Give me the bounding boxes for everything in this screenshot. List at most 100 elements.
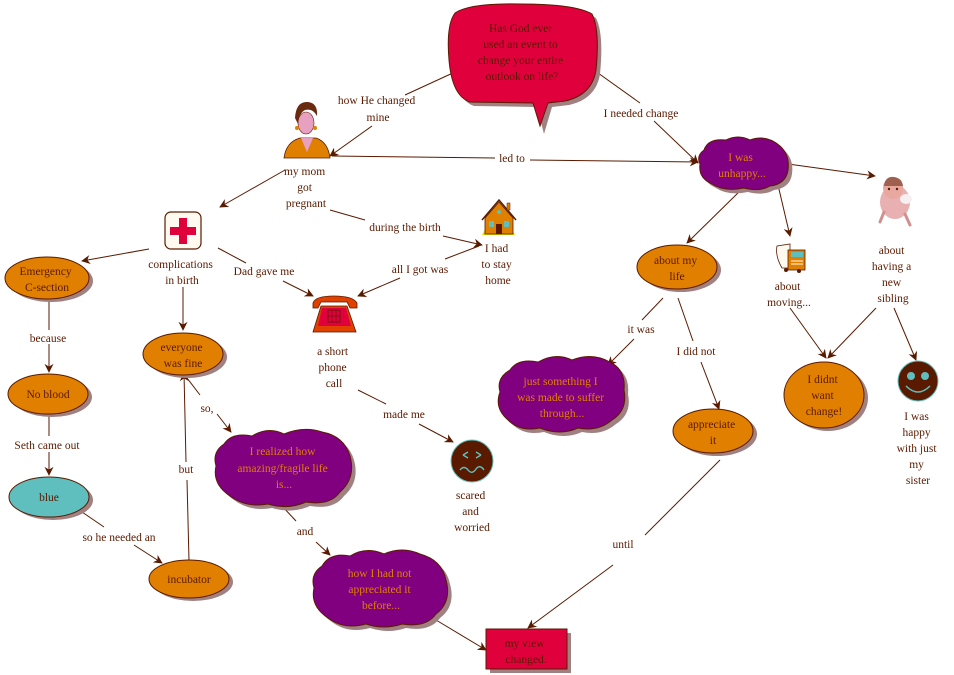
- node-sibling[interactable]: about having a new sibling: [872, 176, 914, 305]
- node-blue-text: blue: [39, 492, 59, 504]
- cloud-icon: [214, 428, 353, 508]
- edge-question-to-mom-arrow: [329, 125, 373, 157]
- node-complications-text: complications in birth: [148, 259, 215, 287]
- node-appreciate-text: appreciate it: [688, 419, 738, 447]
- link-label-it-was: it was: [627, 324, 655, 336]
- red-cross-icon: [164, 211, 202, 250]
- edge-incubator-to-fine-arrow: [179, 372, 189, 463]
- link-label-dad-gave-me: Dad gave me: [234, 266, 295, 278]
- node-emergency-text: Emergency C-section: [19, 266, 74, 294]
- edge-realized-to-notappreciated-arrow: [315, 541, 331, 556]
- edge-life-to-suffer-arrow: [607, 338, 635, 366]
- link-label-and: and: [297, 526, 314, 538]
- link-label-how-he-changed: how He changed mine: [338, 95, 418, 124]
- node-blue[interactable]: blue: [8, 476, 93, 520]
- node-view-changed[interactable]: my view changed.: [485, 628, 571, 673]
- edge-mom-to-complications: [219, 169, 286, 208]
- node-stay-home[interactable]: I had to stay home: [481, 198, 517, 287]
- worried-face-icon: [450, 439, 494, 483]
- node-happy-text: I was happy with just my sister: [897, 411, 940, 487]
- edge-fine-to-realized: [186, 377, 201, 396]
- edge-unhappy-to-sibling: [787, 163, 876, 180]
- edge-mom-to-home-arrow: [442, 235, 483, 248]
- link-label-i-did-not: I did not: [677, 346, 717, 358]
- node-suffer-text: just something I was made to suffer thro…: [517, 376, 607, 420]
- node-appreciate[interactable]: appreciate it: [672, 408, 757, 456]
- edge-mom-to-unhappy-arrow: [529, 157, 699, 167]
- edge-life-to-appreciate-arrow: [700, 361, 721, 410]
- edge-moving-to-didnt: [789, 307, 827, 359]
- node-complications[interactable]: complications in birth: [148, 211, 215, 287]
- cloud-icon: [497, 356, 626, 433]
- edge-complications-to-phone-arrow: [282, 280, 314, 297]
- edge-question-to-mom: [404, 71, 456, 96]
- node-mom[interactable]: my mom got pregnant: [283, 101, 331, 210]
- node-no-blood[interactable]: No blood: [7, 373, 92, 417]
- link-label-made-me: made me: [383, 409, 425, 421]
- cloud-icon: [312, 549, 449, 628]
- edge-blue-to-incubator: [81, 511, 105, 528]
- node-not-appreciated[interactable]: how I had not appreciated it before...: [312, 549, 452, 631]
- link-label-until: until: [612, 539, 633, 551]
- node-emergency[interactable]: Emergency C-section: [4, 256, 93, 302]
- node-mom-text: my mom got pregnant: [284, 166, 328, 210]
- edge-sibling-to-didnt: [827, 307, 877, 359]
- edge-home-to-phone: [444, 245, 480, 260]
- edge-unhappy-to-life: [686, 189, 742, 244]
- node-scared[interactable]: scared and worried: [450, 439, 494, 534]
- edge-complications-to-emergency: [81, 248, 150, 265]
- node-unhappy-text: I was unhappy...: [718, 152, 766, 180]
- link-label-during-birth: during the birth: [369, 222, 441, 234]
- edge-home-to-phone-arrow: [357, 277, 401, 297]
- node-realized-text: I realized how amazing/fragile life is..…: [237, 446, 330, 491]
- node-view-changed-text: my view changed.: [505, 638, 548, 666]
- edge-mom-to-home: [329, 209, 366, 221]
- node-everyone-fine[interactable]: everyone was fine: [142, 332, 227, 378]
- speech-bubble-icon: [447, 3, 598, 128]
- node-moving[interactable]: about moving...: [767, 243, 811, 309]
- moving-truck-icon: [776, 243, 806, 273]
- link-label-because: because: [30, 333, 66, 345]
- node-about-life-text: about my life: [654, 255, 700, 283]
- edge-life-to-suffer: [641, 297, 664, 321]
- node-incubator[interactable]: incubator: [148, 559, 233, 601]
- link-label-seth-came-out: Seth came out: [14, 440, 80, 452]
- edge-complications-to-phone: [217, 247, 247, 264]
- node-incubator-text: incubator: [167, 574, 211, 586]
- node-scared-text: scared and worried: [454, 490, 490, 534]
- edge-question-to-unhappy-arrow: [653, 120, 699, 164]
- node-didnt-want[interactable]: I didnt want change!: [783, 361, 868, 431]
- link-label-led-to: led to: [499, 153, 525, 165]
- link-label-all-i-got: all I got was: [392, 264, 449, 276]
- edge-sibling-to-happy: [893, 307, 917, 361]
- edge-phone-to-scared-arrow: [418, 423, 454, 443]
- link-label-needed-change: I needed change: [604, 108, 679, 120]
- node-suffer[interactable]: just something I was made to suffer thro…: [497, 356, 629, 436]
- baby-icon: [878, 176, 912, 227]
- edge-fine-to-realized-arrow: [216, 413, 232, 433]
- edge-notappreciated-to-view: [435, 619, 487, 651]
- node-moving-text: about moving...: [767, 281, 811, 309]
- link-label-but: but: [179, 464, 195, 476]
- node-phone[interactable]: a short phone call: [312, 295, 358, 390]
- edge-mom-to-unhappy: [331, 155, 496, 159]
- edge-appreciate-to-view: [644, 459, 721, 536]
- node-unhappy[interactable]: I was unhappy...: [698, 136, 793, 194]
- node-question[interactable]: Has God ever used an event to change you…: [447, 3, 602, 135]
- house-icon: [481, 198, 517, 235]
- node-happy[interactable]: I was happy with just my sister: [897, 360, 940, 487]
- node-not-appreciated-text: how I had not appreciated it before...: [348, 568, 414, 612]
- link-label-so-he-needed: so he needed an: [82, 532, 155, 544]
- node-about-life[interactable]: about my life: [636, 244, 721, 292]
- node-realized[interactable]: I realized how amazing/fragile life is..…: [214, 428, 356, 511]
- smiley-face-icon: [897, 360, 939, 402]
- edge-phone-to-scared: [357, 389, 387, 405]
- edges: [44, 67, 917, 651]
- edge-incubator-to-fine: [186, 479, 190, 562]
- woman-icon: [283, 101, 331, 159]
- node-everyone-fine-text: everyone was fine: [160, 342, 205, 370]
- node-didnt-want-text: I didnt want change!: [806, 374, 842, 418]
- node-phone-text: a short phone call: [317, 346, 351, 390]
- edge-unhappy-to-moving: [777, 184, 793, 237]
